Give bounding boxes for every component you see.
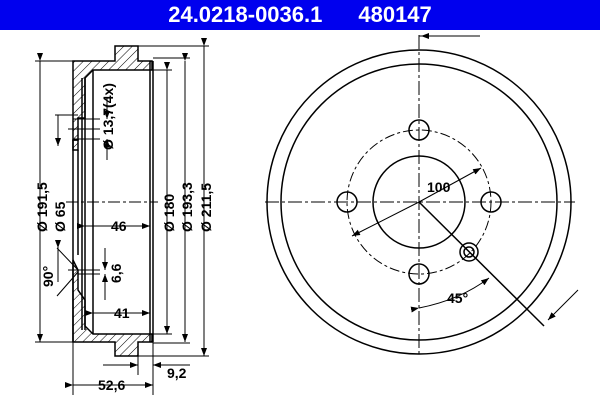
- side-section-view: Ø 191,5 Ø 65 Ø 180 Ø 193,3 Ø 211,5 Ø 13,…: [34, 38, 214, 395]
- dim-d180: Ø 180: [161, 194, 177, 232]
- dim-9-2: 9,2: [167, 365, 187, 381]
- dim-52-6: 52,6: [98, 377, 125, 393]
- dim-angle-45: 45°: [447, 290, 468, 306]
- front-view: 100 45°: [265, 33, 579, 357]
- dim-90: 90°: [40, 266, 56, 287]
- dim-d65: Ø 65: [52, 201, 68, 232]
- dim-46: 46: [111, 218, 127, 234]
- title-bar: 24.0218-0036.1 480147: [0, 0, 600, 30]
- dim-d191-5: Ø 191,5: [34, 182, 50, 232]
- dim-hole: Ø 13,7(4x): [100, 83, 116, 150]
- dim-d211-5: Ø 211,5: [198, 183, 214, 232]
- dim-41: 41: [114, 305, 130, 321]
- dim-6-6: 6,6: [108, 263, 124, 283]
- reference-number: 480147: [358, 2, 432, 27]
- dim-pcd-100: 100: [427, 179, 451, 195]
- part-number: 24.0218-0036.1: [168, 2, 323, 27]
- dim-d193-3: Ø 193,3: [179, 182, 195, 232]
